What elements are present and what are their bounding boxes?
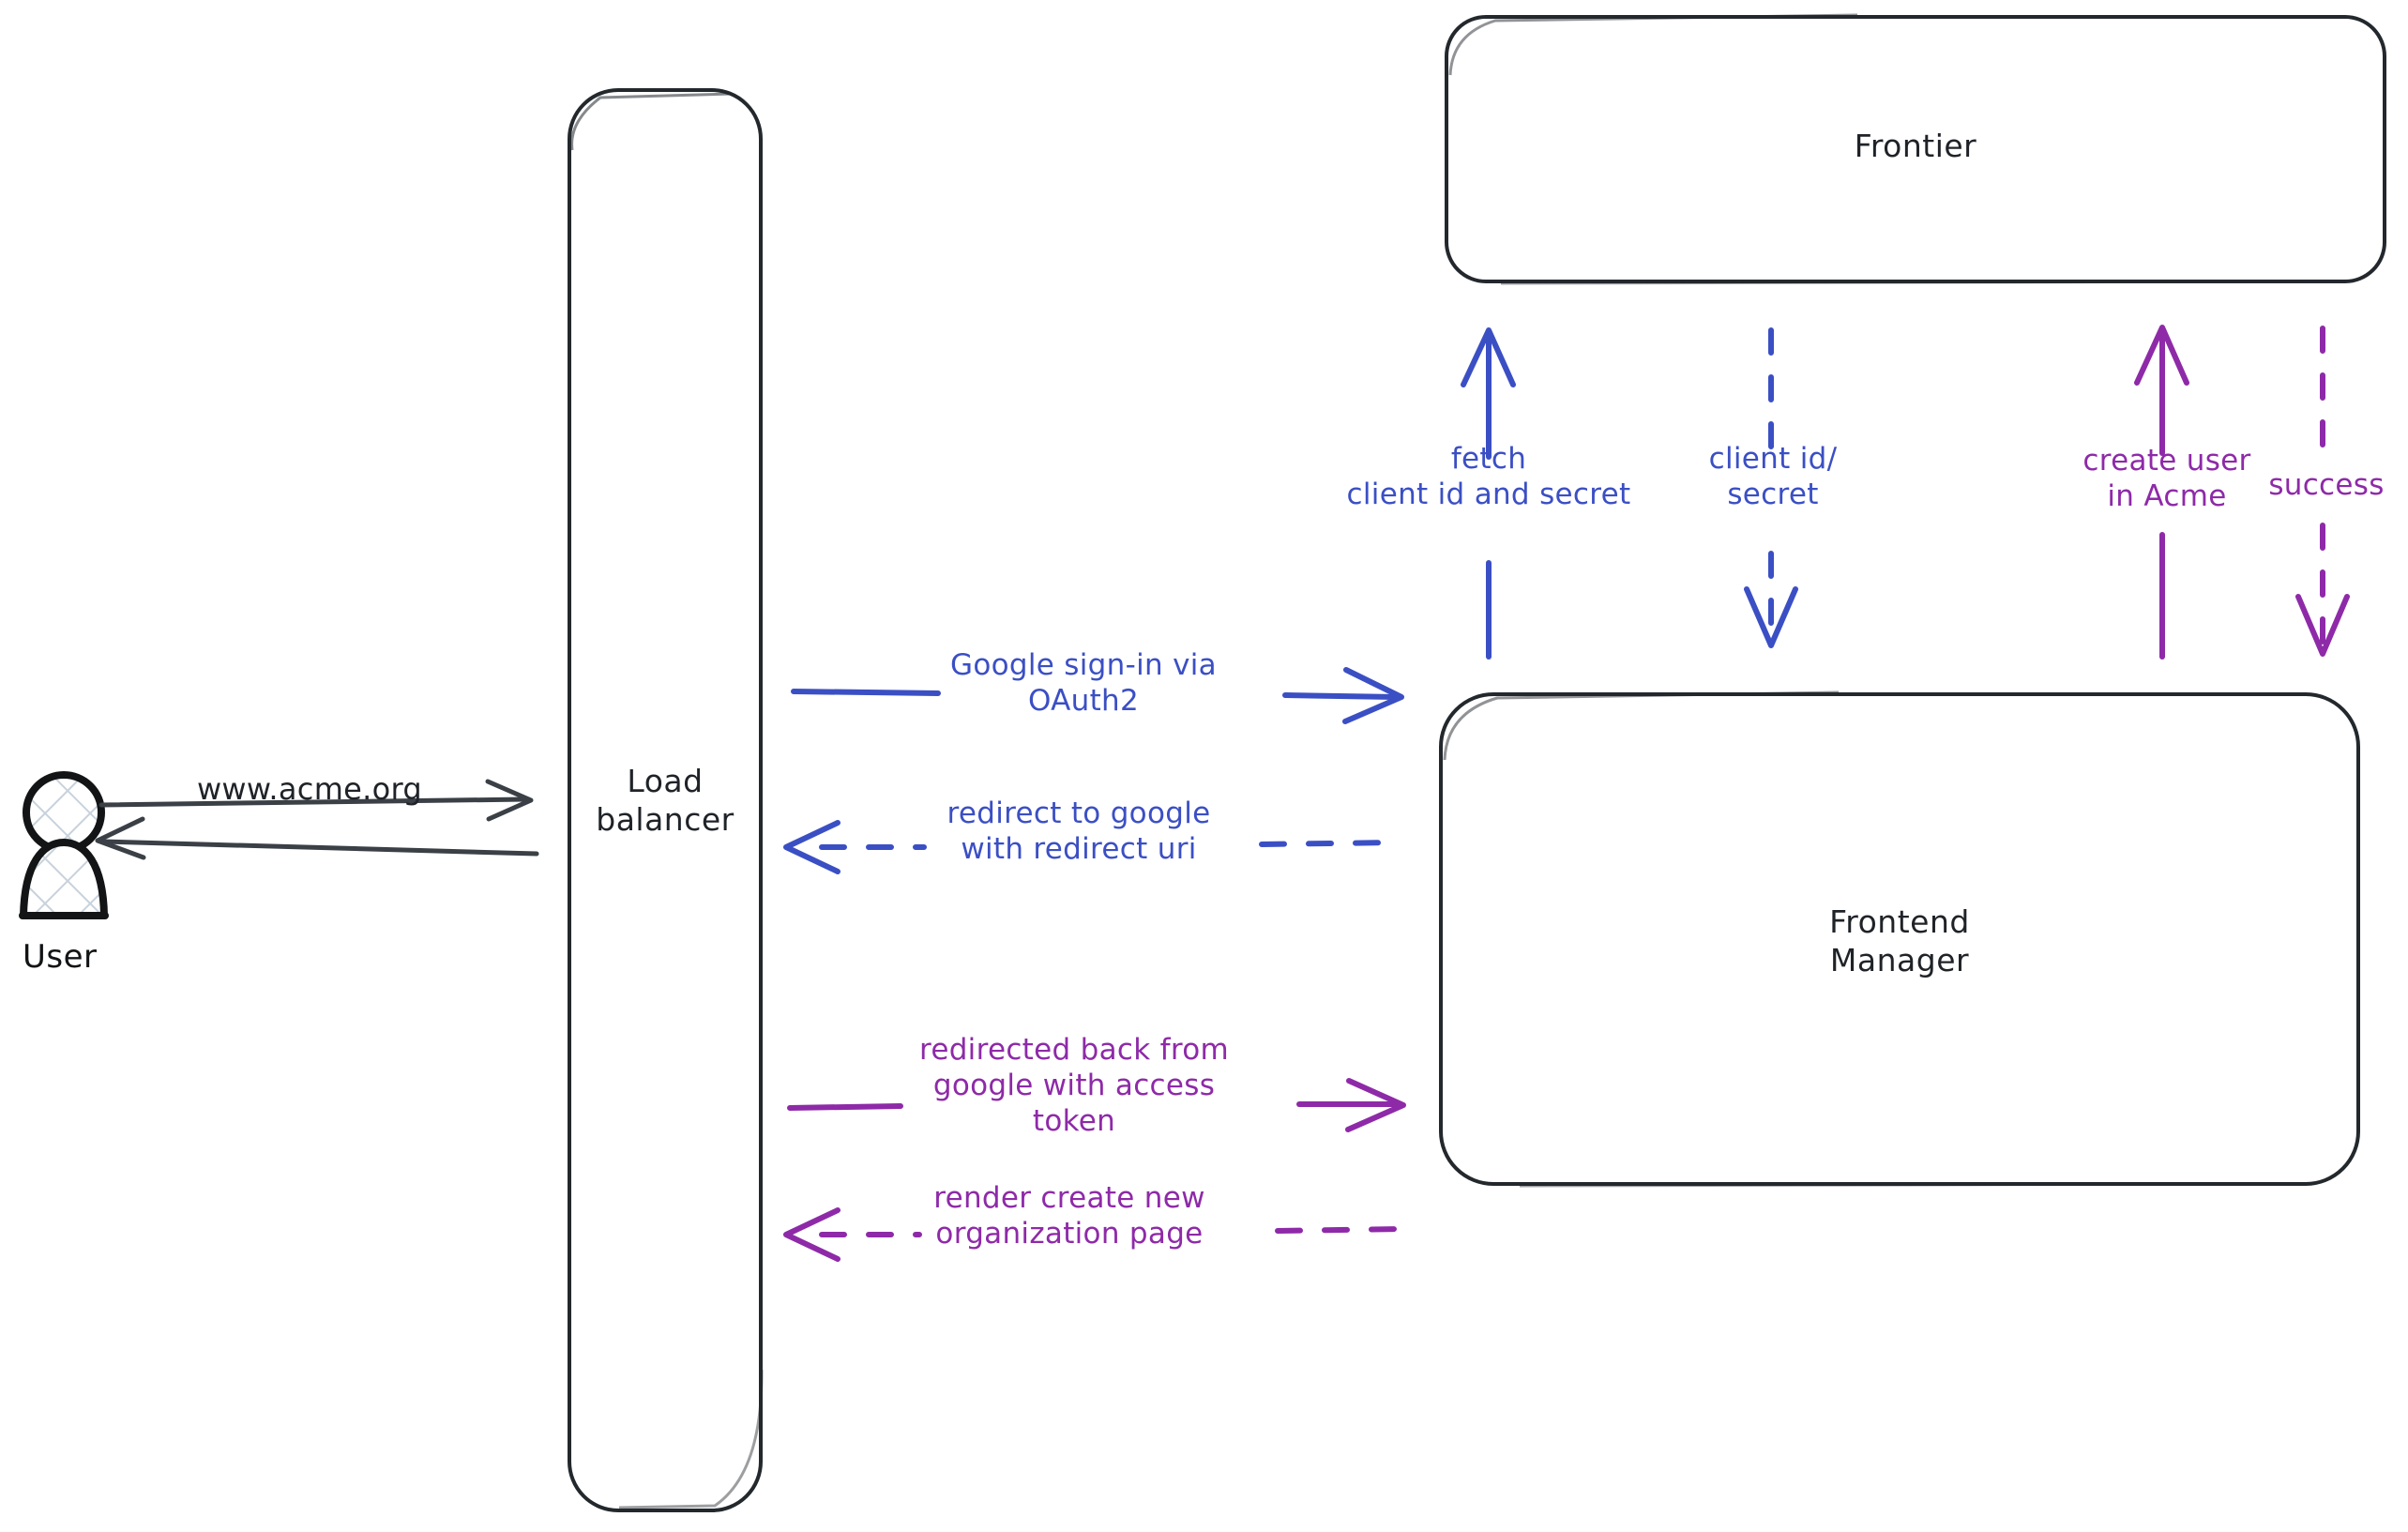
user-actor-label: User <box>23 938 98 976</box>
edge-label-success: success <box>2268 468 2385 502</box>
edge-label-redirect-to-google: redirect to google with redirect uri <box>947 796 1211 866</box>
frontend-manager-label: Frontend Manager <box>1829 903 1970 978</box>
node-load-balancer[interactable] <box>568 88 764 1512</box>
node-frontend-manager[interactable] <box>1439 690 2360 1188</box>
edge-frontendmanager-to-frontier-createuser <box>2134 325 2189 660</box>
edge-frontier-to-frontendmanager-credentials <box>1744 327 1798 648</box>
node-frontier[interactable] <box>1445 13 2386 285</box>
edge-frontendmanager-to-loadbalancer-render <box>783 1207 1402 1262</box>
load-balancer-label: Load balancer <box>596 763 735 838</box>
edge-label-render-create-org: render create new organization page <box>933 1181 1205 1251</box>
edge-frontendmanager-to-frontier-fetch <box>1461 327 1516 660</box>
edge-frontier-to-frontendmanager-success <box>2295 326 2350 657</box>
edge-frontendmanager-to-loadbalancer-redirect <box>783 820 1401 874</box>
edge-loadbalancer-to-frontendmanager-signin <box>791 667 1404 724</box>
edge-label-google-signin: Google sign-in via OAuth2 <box>950 648 1217 718</box>
edge-label-create-user-in-acme: create user in Acme <box>2082 444 2251 513</box>
edge-loadbalancer-to-frontendmanager-token <box>787 1078 1406 1132</box>
user-actor-icon <box>19 771 109 919</box>
edge-loadbalancer-to-user <box>95 816 539 860</box>
edge-label-user-to-loadbalancer: www.acme.org <box>196 771 423 807</box>
edge-label-fetch-client-id-secret: fetch client id and secret <box>1346 442 1631 511</box>
edge-user-to-loadbalancer <box>98 779 534 822</box>
frontier-label: Frontier <box>1854 128 1977 164</box>
edge-label-client-id-secret: client id/ secret <box>1708 442 1838 511</box>
edge-label-redirected-back-token: redirected back from google with access … <box>918 1033 1230 1138</box>
